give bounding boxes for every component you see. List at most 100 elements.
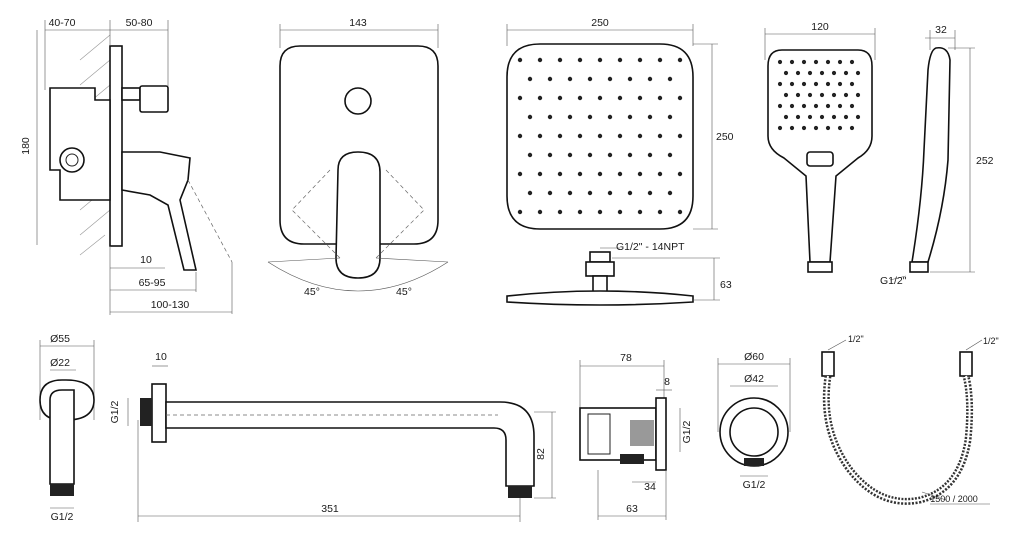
hand-nozzle <box>777 103 783 109</box>
hose-right-nut <box>959 351 973 377</box>
diverter-stem <box>121 87 141 101</box>
rain-nozzle <box>567 76 573 82</box>
hand-nozzle <box>783 114 789 120</box>
hand-shower-profile <box>911 46 951 263</box>
arm-end-thread <box>508 486 532 498</box>
hose-left-thread: 1/2" <box>848 334 864 344</box>
spray-mode-button <box>806 151 834 167</box>
hand-nozzle <box>795 114 801 120</box>
rain-nozzle <box>617 57 623 63</box>
dim-o60: Ø60 <box>744 351 764 363</box>
rain-nozzle <box>657 95 663 101</box>
dim-65-95: 65-95 <box>139 277 166 289</box>
rain-nozzle <box>527 152 533 158</box>
rain-nozzle <box>517 57 523 63</box>
rain-nozzle <box>577 133 583 139</box>
hand-nozzle <box>855 114 861 120</box>
rain-nozzle <box>617 133 623 139</box>
lever-handle <box>121 151 198 271</box>
rain-nozzle <box>587 76 593 82</box>
rain-shower-side-view: G1/2" - 14NPT 63 <box>506 241 732 306</box>
dim-40-70: 40-70 <box>49 17 76 29</box>
hand-nozzle <box>813 59 819 65</box>
rain-nozzle <box>577 171 583 177</box>
hand-nozzle <box>837 59 843 65</box>
rain-nozzle <box>627 190 633 196</box>
rain-nozzle <box>657 209 663 215</box>
hand-nozzle <box>819 92 825 98</box>
rain-nozzle <box>577 209 583 215</box>
dim-351: 351 <box>321 503 339 515</box>
rain-nozzle <box>637 95 643 101</box>
hand-nozzle <box>849 125 855 131</box>
hand-nozzle <box>819 70 825 76</box>
ball-joint-top <box>589 251 611 263</box>
diverter-knob <box>139 85 169 113</box>
hose-coil <box>822 375 974 505</box>
rain-nozzle <box>667 76 673 82</box>
flange-inner-ring <box>729 407 779 457</box>
rain-nozzle <box>597 133 603 139</box>
dim-50-80: 50-80 <box>126 17 153 29</box>
holder-thread-label: G1/2 <box>681 420 693 443</box>
hand-nozzle <box>855 92 861 98</box>
rain-nozzle <box>637 171 643 177</box>
rain-nozzle <box>577 57 583 63</box>
rain-nozzle <box>587 114 593 120</box>
rain-nozzle <box>597 57 603 63</box>
rain-nozzle <box>617 209 623 215</box>
hand-nozzle <box>795 92 801 98</box>
hand-nozzle <box>825 103 831 109</box>
lever-swing-path <box>187 179 233 263</box>
rain-nozzle <box>527 190 533 196</box>
hand-nozzle <box>801 59 807 65</box>
flange-thread <box>744 458 764 466</box>
angle-right: 45° <box>396 286 412 298</box>
rain-nozzle <box>617 171 623 177</box>
hand-nozzle <box>831 92 837 98</box>
hand-nozzle <box>801 81 807 87</box>
shower-hose-view: 1/2" 1/2" 1500 / 2000 <box>821 334 999 505</box>
hand-nozzle <box>825 81 831 87</box>
hand-nozzle <box>849 81 855 87</box>
hand-nozzle <box>801 103 807 109</box>
rain-nozzle <box>527 114 533 120</box>
rain-nozzle <box>587 152 593 158</box>
rain-nozzle <box>567 114 573 120</box>
holder-flange <box>655 397 667 471</box>
rain-nozzle <box>607 190 613 196</box>
rain-nozzle <box>547 76 553 82</box>
hose-right-thread: 1/2" <box>983 336 999 346</box>
cover-plate <box>279 45 439 245</box>
dim-250-height: 250 <box>716 131 734 143</box>
rain-nozzle <box>517 171 523 177</box>
rain-nozzle <box>647 76 653 82</box>
rain-head-profile <box>506 290 694 306</box>
hand-nozzle <box>843 114 849 120</box>
rain-nozzle <box>567 152 573 158</box>
rain-nozzle <box>557 171 563 177</box>
hand-nozzle <box>843 92 849 98</box>
hand-nozzle <box>807 114 813 120</box>
wall-elbow-view: Ø55 Ø22 G1/2 <box>39 333 95 523</box>
hand-shower-side-view: 32 252 G1/2" <box>880 24 994 287</box>
rain-nozzle <box>517 95 523 101</box>
hand-nozzle <box>777 59 783 65</box>
hand-nozzle-grid <box>777 59 861 131</box>
rain-nozzle <box>607 152 613 158</box>
hand-nozzle <box>795 70 801 76</box>
dim-120: 120 <box>811 21 829 33</box>
hand-nozzle <box>777 81 783 87</box>
rain-nozzle <box>557 133 563 139</box>
rain-nozzle <box>517 209 523 215</box>
rain-nozzle <box>627 152 633 158</box>
hand-nozzle <box>801 125 807 131</box>
rain-nozzle <box>667 190 673 196</box>
hand-nozzle <box>807 92 813 98</box>
rain-nozzle <box>617 95 623 101</box>
rain-nozzle <box>677 57 683 63</box>
rain-shower-top-view: 250 250 <box>506 17 734 230</box>
hand-nozzle <box>855 70 861 76</box>
dim-10: 10 <box>140 254 152 266</box>
dim-o42: Ø42 <box>744 373 764 385</box>
